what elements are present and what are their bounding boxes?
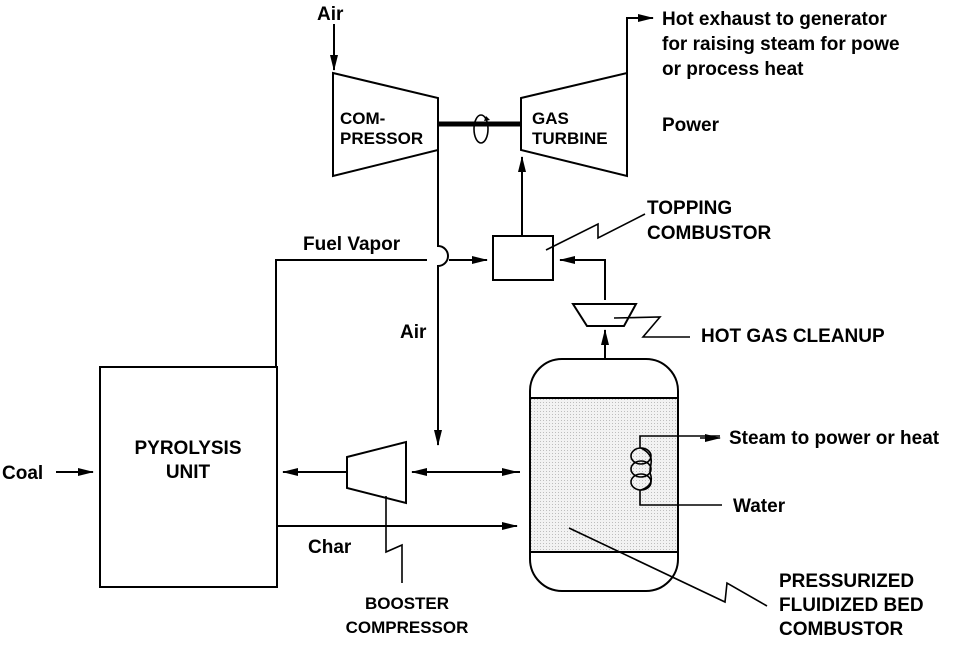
topping-label-1: TOPPING — [647, 198, 732, 219]
pfbc-vessel — [529, 358, 679, 592]
rotation-icon — [473, 114, 489, 144]
hot-gas-cleanup-label: HOT GAS CLEANUP — [701, 326, 885, 347]
gas-turbine-label-2: TURBINE — [532, 129, 608, 148]
compressor-label-2: PRESSOR — [340, 129, 423, 148]
steam-label: Steam to power or heat — [729, 428, 940, 449]
heat-exchanger-coil — [630, 438, 722, 506]
exhaust-label-1: Hot exhaust to generator — [662, 9, 887, 30]
steam-outlet-line — [639, 435, 720, 438]
hot-gas-cleanup-leader — [613, 316, 690, 338]
compressor-label-1: COM- — [340, 109, 385, 128]
pfbc-label-3: COMBUSTOR — [779, 619, 903, 640]
pfbc-label-1: PRESSURIZED — [779, 571, 914, 592]
pyrolysis-label-1: PYROLYSIS — [134, 438, 241, 459]
pyrolysis-label-2: UNIT — [166, 462, 211, 483]
gas-turbine-label-1: GAS — [532, 109, 569, 128]
air-top-label: Air — [317, 4, 344, 25]
topping-combustor-leader — [545, 213, 646, 251]
fluidized-bed — [531, 398, 677, 552]
exhaust-label-2: for raising steam for powe — [662, 34, 900, 55]
rotation-arrowhead-icon — [484, 116, 490, 121]
cleanup-to-combustor-arrow — [559, 256, 606, 300]
booster-label-1: BOOSTER — [365, 594, 449, 613]
water-label: Water — [733, 496, 786, 517]
air-mid-label: Air — [400, 322, 427, 343]
hot-gas-cleanup — [571, 303, 638, 327]
booster-label-2: COMPRESSOR — [346, 618, 469, 637]
topping-label-2: COMBUSTOR — [647, 223, 771, 244]
fuel-vapor-line — [275, 259, 427, 366]
fuel-vapor-label: Fuel Vapor — [303, 234, 401, 255]
compressed-air-line — [434, 150, 449, 446]
power-label: Power — [662, 115, 720, 136]
exhaust-label-3: or process heat — [662, 59, 804, 80]
char-label: Char — [308, 537, 352, 558]
pfbc-leader — [568, 527, 768, 607]
pyrolysis-unit — [99, 366, 278, 588]
booster-compressor — [346, 440, 407, 505]
gas-turbine — [520, 71, 628, 178]
topping-combustor — [492, 235, 554, 281]
coal-label: Coal — [2, 463, 43, 484]
booster-leader — [385, 496, 403, 583]
pfbc-label-2: FLUIDIZED BED — [779, 595, 924, 616]
exhaust-arrow — [626, 14, 654, 73]
